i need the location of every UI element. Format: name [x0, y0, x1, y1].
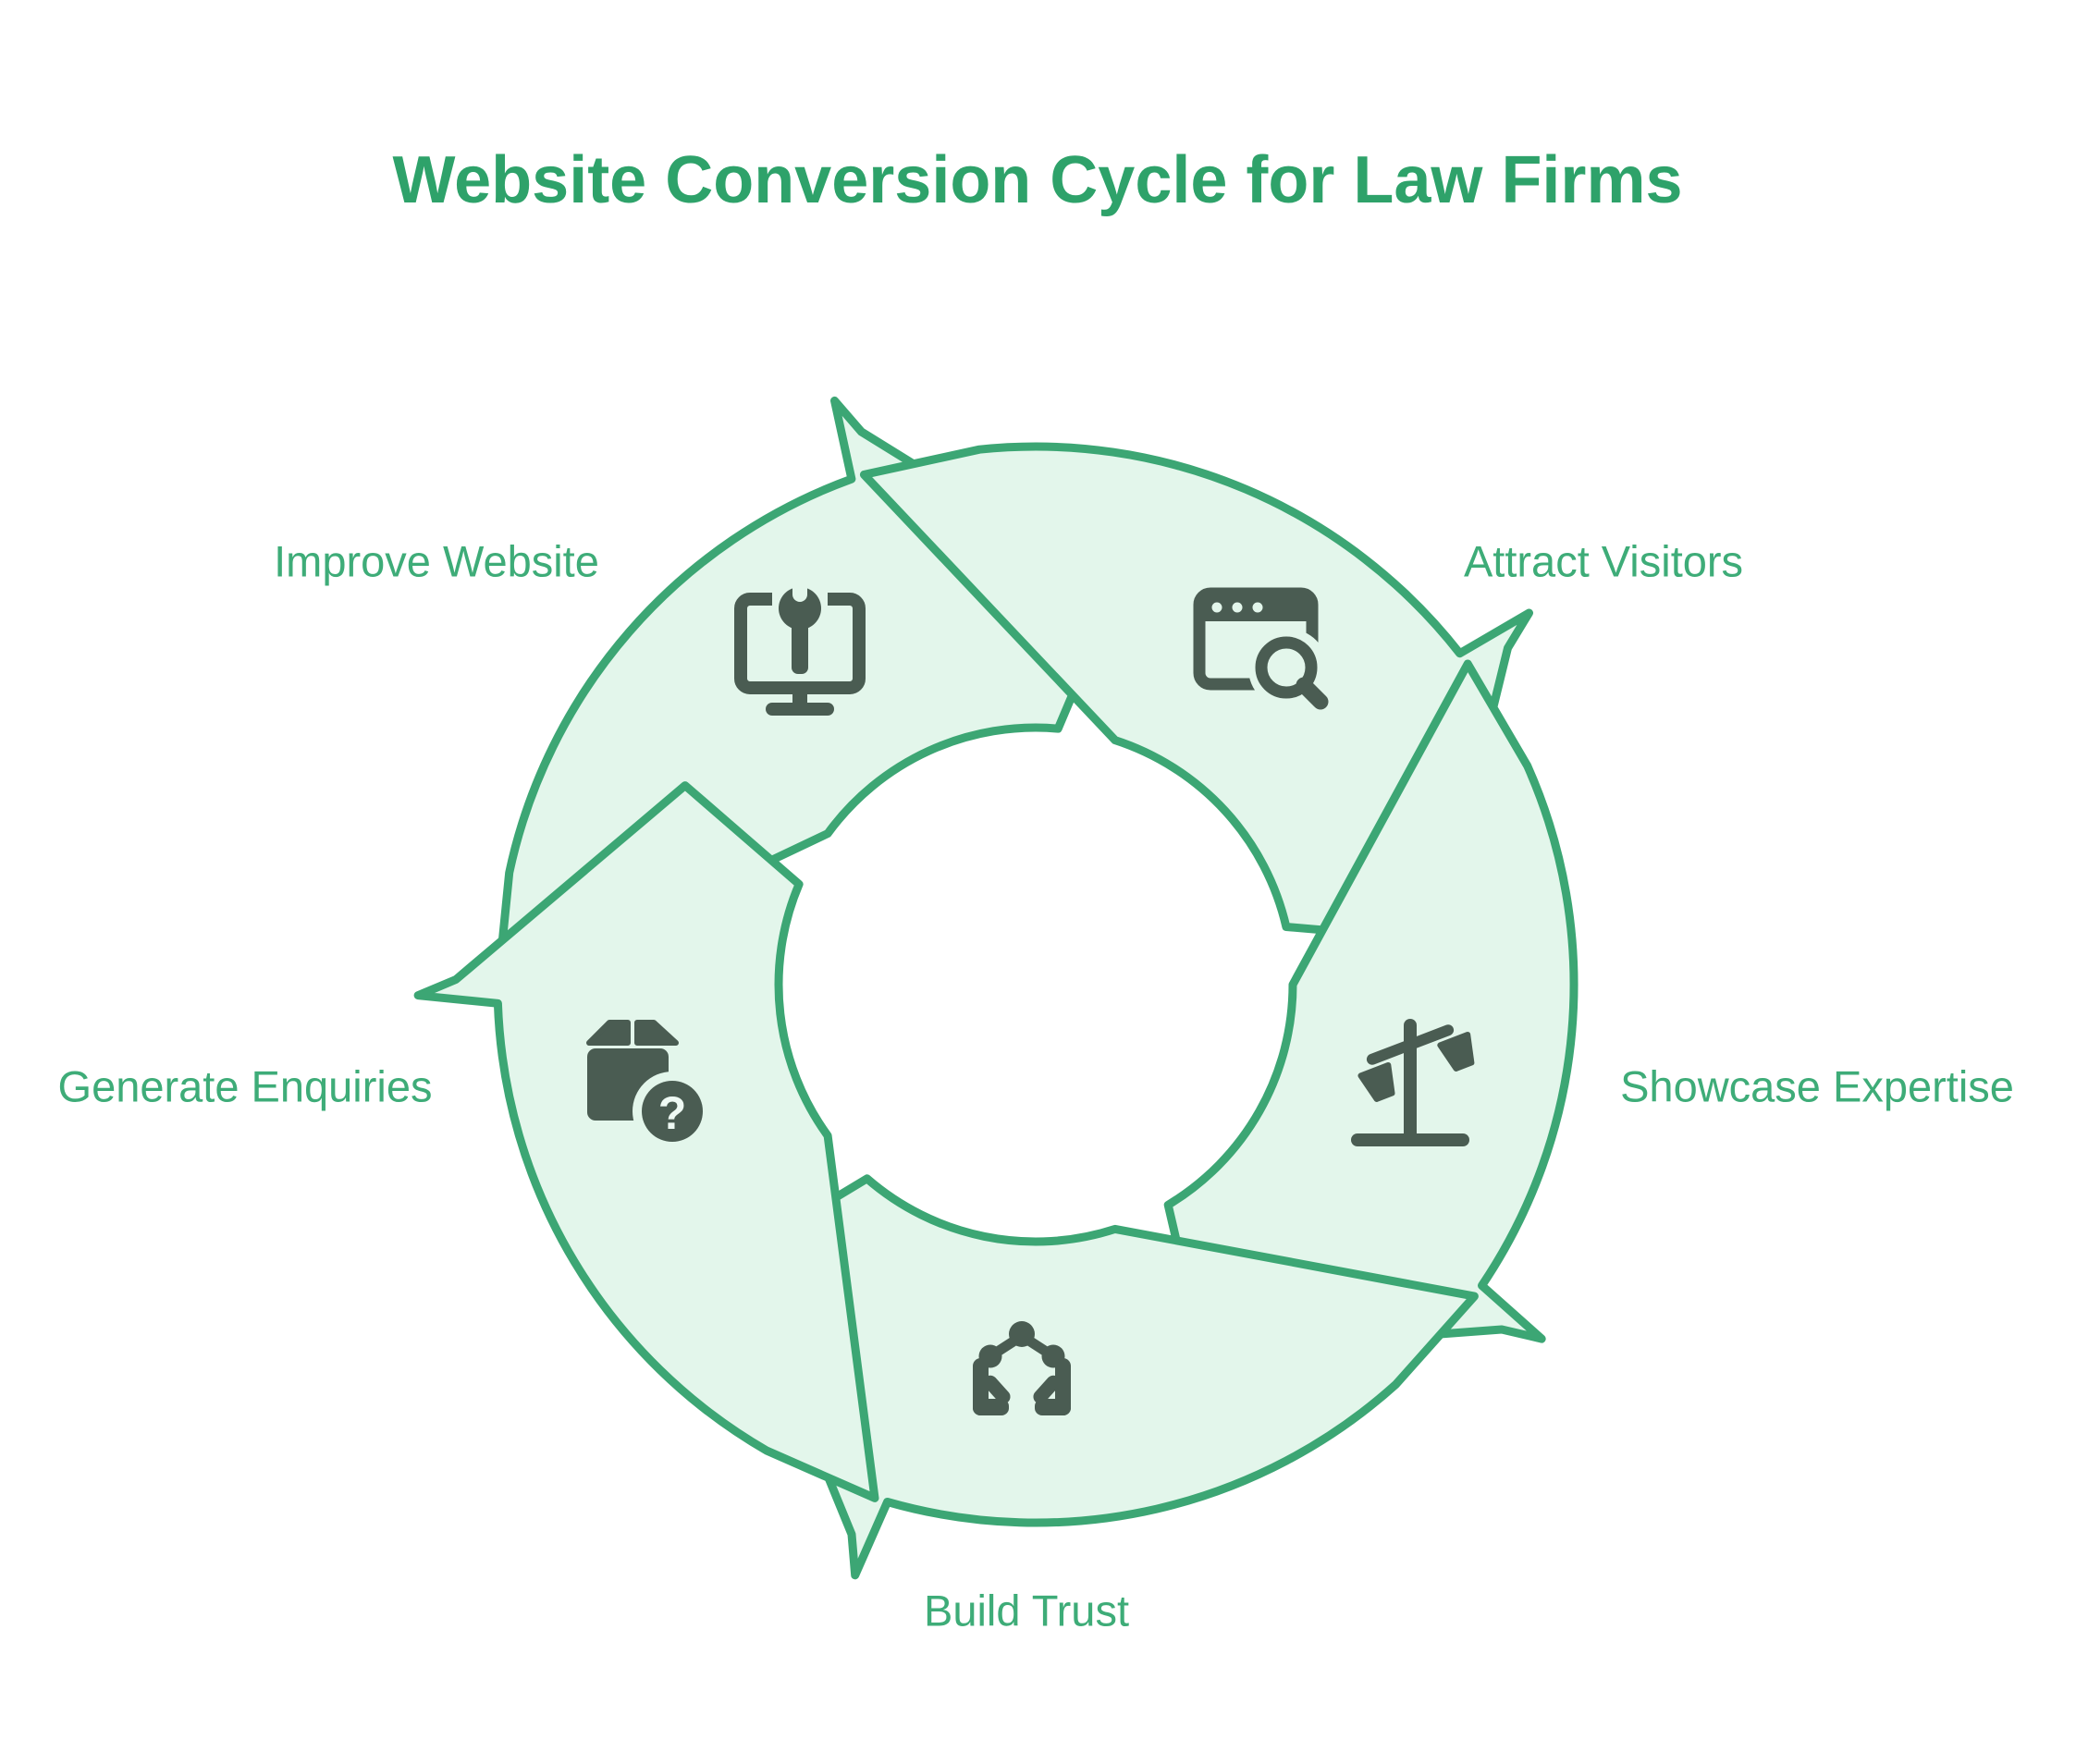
- cycle-segment-attract-visitors: [859, 442, 1533, 944]
- hands-network-icon: [973, 1321, 1071, 1415]
- stage-label-showcase-expertise: Showcase Expertise: [1620, 1062, 2014, 1111]
- stage-label-build-trust: Build Trust: [924, 1586, 1129, 1635]
- cycle-segment-generate-enquiries: [413, 781, 879, 1502]
- cycle-segment-build-trust: [733, 1174, 1479, 1580]
- stage-label-improve-website: Improve Website: [274, 537, 599, 586]
- scales-of-justice-icon: [1351, 1019, 1475, 1146]
- diagram-title: Website Conversion Cycle for Law Firms: [392, 143, 1682, 217]
- browser-search-icon: [1193, 587, 1329, 710]
- monitor-wrench-icon: [734, 577, 866, 716]
- stage-label-attract-visitors: Attract Visitors: [1464, 537, 1743, 586]
- cycle-ring: [413, 396, 1578, 1580]
- package-question-icon: ?: [586, 1020, 712, 1151]
- cycle-segment-showcase-expertise: [1163, 659, 1578, 1356]
- question-mark-glyph: ?: [658, 1087, 687, 1139]
- stage-label-generate-enquiries: Generate Enquiries: [58, 1062, 433, 1111]
